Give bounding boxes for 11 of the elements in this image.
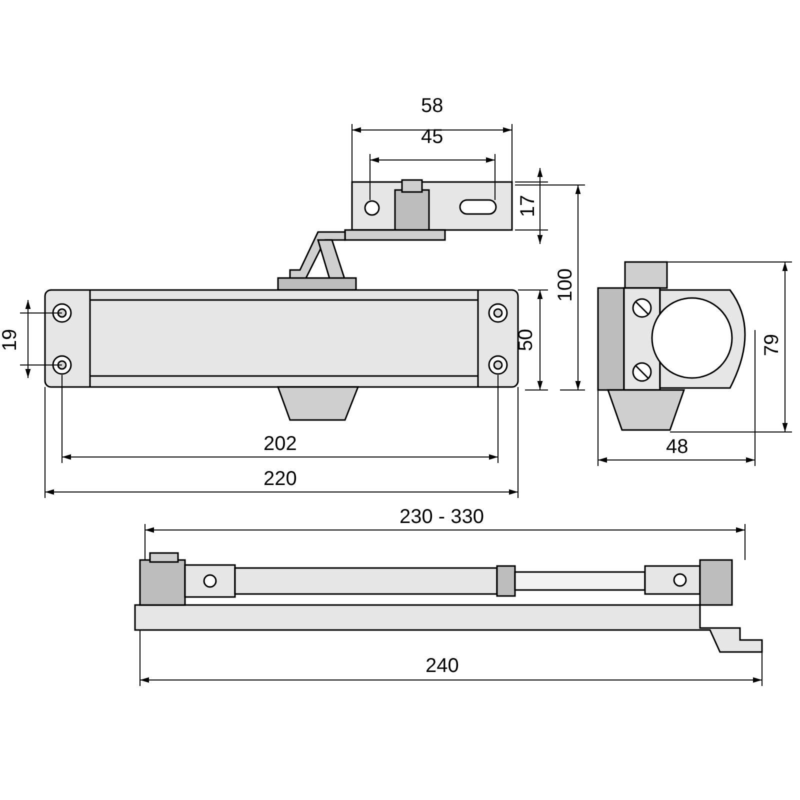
dimension-label: 100 (554, 268, 576, 302)
dimension-label: 230 - 330 (400, 506, 484, 528)
dimension-label: 79 (761, 334, 784, 356)
dimension-label: 19 (0, 328, 22, 352)
dimension-label: 48 (666, 436, 688, 458)
dimension-label: 240 (426, 655, 459, 677)
dimension-label: 17 (517, 194, 540, 218)
dimension-label: 58 (421, 95, 444, 117)
dimension-label: 50 (515, 328, 538, 352)
dimension-label: 220 (264, 468, 297, 490)
dimension-label: 202 (264, 433, 297, 455)
